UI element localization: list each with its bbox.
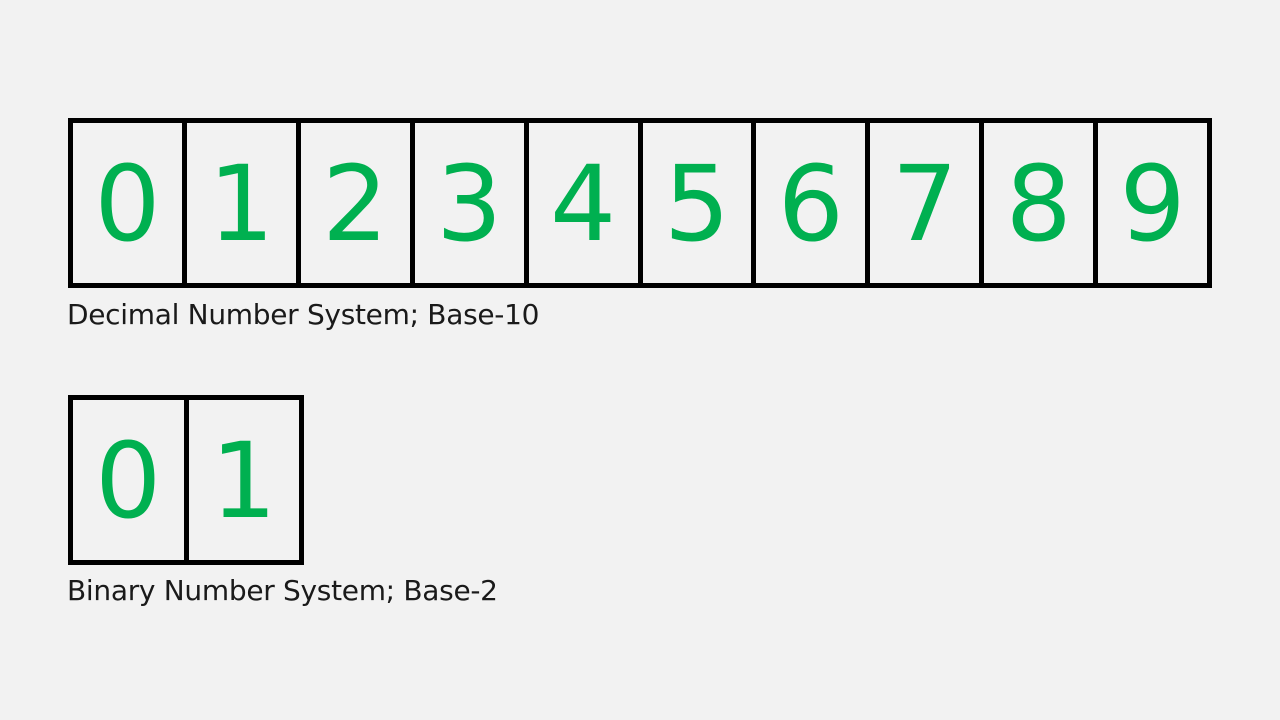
decimal-digit-cell: 3 [409, 123, 524, 283]
decimal-digit-cell: 1 [181, 123, 296, 283]
binary-digit-cell: 1 [183, 400, 300, 560]
binary-digit-cell: 0 [95, 420, 162, 542]
binary-caption: Binary Number System; Base-2 [67, 574, 498, 607]
binary-digit-row: 0 1 [68, 395, 304, 565]
decimal-digit-cell: 5 [637, 123, 752, 283]
decimal-digit-cell: 9 [1093, 123, 1207, 283]
decimal-digit-cell: 8 [979, 123, 1093, 283]
decimal-digit-cell: 4 [523, 123, 638, 283]
decimal-digit-cell: 6 [751, 123, 865, 283]
decimal-caption: Decimal Number System; Base-10 [67, 298, 540, 331]
decimal-digit-cell: 0 [94, 143, 161, 265]
decimal-digit-cell: 7 [865, 123, 979, 283]
decimal-digit-row: 0 1 2 3 4 5 6 7 8 9 [68, 118, 1212, 288]
decimal-digit-cell: 2 [295, 123, 410, 283]
